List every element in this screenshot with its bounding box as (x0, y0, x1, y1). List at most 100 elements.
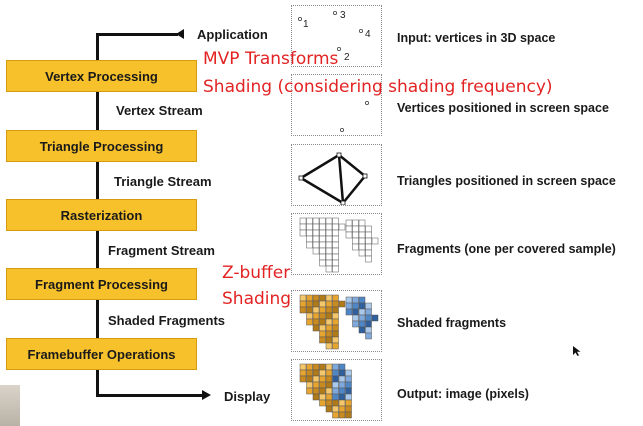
shaded-fragment-cell (338, 300, 346, 308)
fragment-cell (358, 219, 366, 227)
output-pixel (338, 393, 346, 401)
fragment-cell (325, 223, 333, 231)
fragment-cell (332, 259, 339, 267)
fragment-cell (319, 229, 326, 237)
output-pixel (325, 387, 333, 395)
output-pixel (345, 369, 352, 377)
output-pixel (312, 363, 320, 371)
desc-input: Input: vertices in 3D space (397, 31, 556, 45)
output-pixel (306, 369, 313, 377)
fragment-cell (312, 235, 320, 243)
output-pixel (325, 363, 333, 371)
input-vertices-plot (298, 11, 364, 52)
output-pixel (312, 393, 320, 401)
output-pixel (332, 399, 339, 407)
output-pixel (319, 399, 326, 407)
fragment-cell (325, 259, 333, 267)
shaded-fragment-cell (306, 312, 313, 320)
shaded-fragment-cell (312, 312, 320, 320)
stage-rasterization: Rasterization (6, 199, 197, 231)
shaded-fragment-cell (332, 336, 339, 344)
panel-input-vertices: 1 3 4 2 (291, 5, 382, 67)
output-pixel (325, 381, 333, 389)
shaded-fragment-cell (332, 306, 339, 314)
panel-screen-vertices (291, 74, 382, 136)
corner-thumbnail (0, 385, 20, 426)
desc-shaded: Shaded fragments (397, 316, 507, 330)
fragment-cell (306, 235, 313, 243)
fragment-cell (345, 231, 353, 239)
output-pixel (332, 381, 339, 389)
fragment-cell (358, 249, 366, 257)
fragment-cell (319, 259, 326, 267)
fragment-cell (338, 223, 346, 231)
fragment-cell (365, 231, 372, 239)
shaded-fragment-cell (358, 326, 366, 334)
fragment-cell (358, 231, 366, 239)
shaded-fragment-cell (306, 294, 313, 302)
output-pixel (332, 405, 339, 413)
shaded-fragment-cell (325, 324, 333, 332)
fragment-cell (332, 235, 339, 243)
fragment-cell (352, 231, 359, 239)
shaded-fragment-cell (312, 318, 320, 326)
fragment-cell (352, 243, 359, 251)
shaded-fragment-cell (319, 336, 326, 344)
fragment-cell (299, 217, 307, 225)
output-pixel (306, 381, 313, 389)
output-pixel (332, 411, 339, 419)
shaded-fragment-cell (312, 300, 320, 308)
output-pixel (325, 405, 333, 413)
fragment-cell (312, 241, 320, 249)
shaded-fragment-cell (299, 300, 307, 308)
output-pixel (332, 363, 339, 371)
shaded-fragment-cell (319, 330, 326, 338)
fragment-cell (358, 243, 366, 251)
fragment-cell (325, 253, 333, 261)
output-pixel (299, 369, 307, 377)
fragment-cell (332, 217, 339, 225)
display-connector (96, 394, 204, 397)
shaded-fragment-cell (358, 308, 366, 316)
shaded-fragment-cell (352, 314, 359, 322)
output-pixel (299, 363, 307, 371)
shaded-fragment-cell (319, 300, 326, 308)
fragment-cell (332, 223, 339, 231)
fragment-cell (365, 249, 372, 257)
shaded-fragment-cell (332, 300, 339, 308)
annotation-mvp: MVP Transforms (203, 49, 339, 69)
shaded-fragment-cell (358, 320, 366, 328)
output-pixel (319, 381, 326, 389)
shaded-fragment-cell (306, 306, 313, 314)
fragment-cell (371, 237, 379, 245)
shaded-fragment-cell (365, 320, 372, 328)
display-label: Display (224, 389, 271, 404)
output-pixel (299, 375, 307, 383)
output-pixel (332, 393, 339, 401)
application-connector (96, 33, 178, 36)
desc-output: Output: image (pixels) (397, 387, 529, 401)
output-pixel (338, 399, 346, 407)
output-pixel (345, 399, 352, 407)
shaded-fragment-cell (345, 302, 353, 310)
fragment-cell (325, 235, 333, 243)
annotation-zbuffer: Z-buffer (222, 263, 291, 283)
desc-vertices: Vertices positioned in screen space (397, 101, 609, 115)
fragment-cell (325, 241, 333, 249)
fragment-cell (365, 243, 372, 251)
output-image-plot (299, 363, 352, 419)
fragment-cell (312, 217, 320, 225)
shaded-fragment-cell (352, 302, 359, 310)
output-pixel (306, 363, 313, 371)
vertex-label-3: 3 (340, 10, 346, 21)
fragment-cell (312, 229, 320, 237)
application-arrowhead (176, 29, 184, 39)
output-pixel (338, 375, 346, 383)
shaded-fragment-cell (352, 308, 359, 316)
shaded-fragment-cell (325, 306, 333, 314)
output-pixel (345, 381, 352, 389)
output-pixel (312, 375, 320, 383)
fragment-cell (358, 225, 366, 233)
fragment-cell (312, 247, 320, 255)
fragment-cell (365, 225, 372, 233)
